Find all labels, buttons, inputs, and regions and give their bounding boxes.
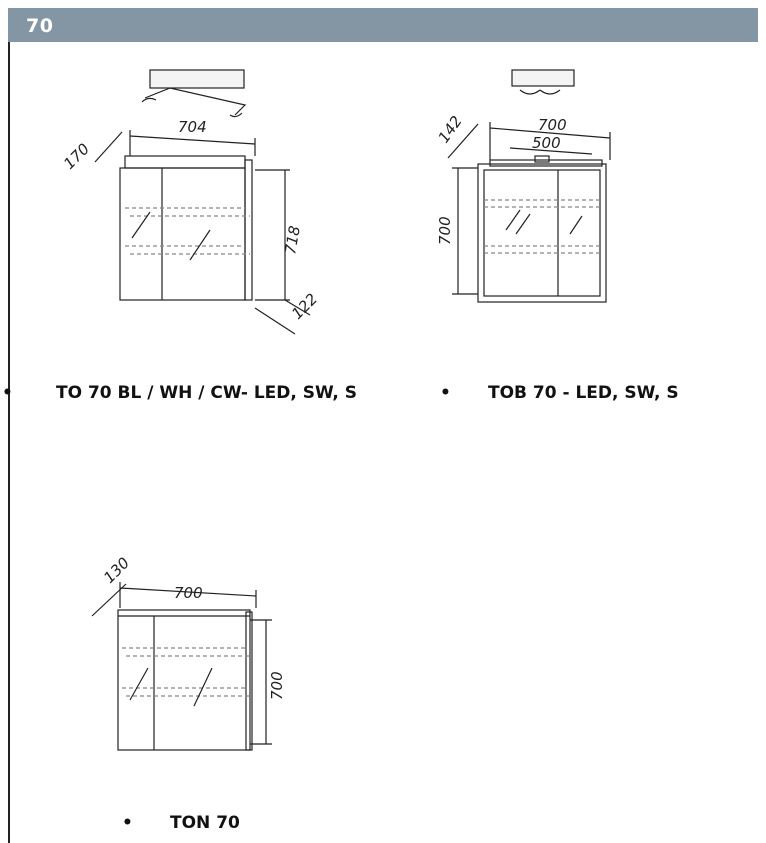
- dim-inner-width: 500: [532, 134, 561, 152]
- product-caption-ton70: TON 70: [170, 813, 240, 833]
- dim-height: 700: [268, 671, 286, 700]
- bullet-icon: •: [2, 383, 13, 403]
- left-border-line: [8, 42, 10, 843]
- bullet-icon: •: [122, 813, 133, 833]
- ton70-technical-drawing: 700 130 700: [91, 554, 286, 751]
- dim-depth: 142: [435, 113, 466, 147]
- dim-height: 718: [281, 224, 304, 255]
- product-caption-to70: TO 70 BL / WH / CW- LED, SW, S: [56, 383, 358, 403]
- dim-width: 700: [538, 116, 567, 134]
- section-title: 70: [26, 15, 54, 37]
- to70-technical-drawing: 704 170 718 122: [60, 69, 321, 335]
- dim-height: 700: [436, 216, 454, 245]
- dim-depth: 170: [60, 140, 93, 173]
- dim-width: 704: [178, 118, 207, 136]
- dim-depth: 130: [100, 554, 133, 587]
- bullet-icon: •: [440, 383, 451, 403]
- dim-width: 700: [174, 584, 203, 602]
- product-caption-tob70: TOB 70 - LED, SW, S: [488, 383, 679, 403]
- dim-bottom: 122: [288, 290, 321, 323]
- section-header: 70: [8, 8, 758, 42]
- tob70-technical-drawing: 700 500 142 700: [435, 69, 611, 303]
